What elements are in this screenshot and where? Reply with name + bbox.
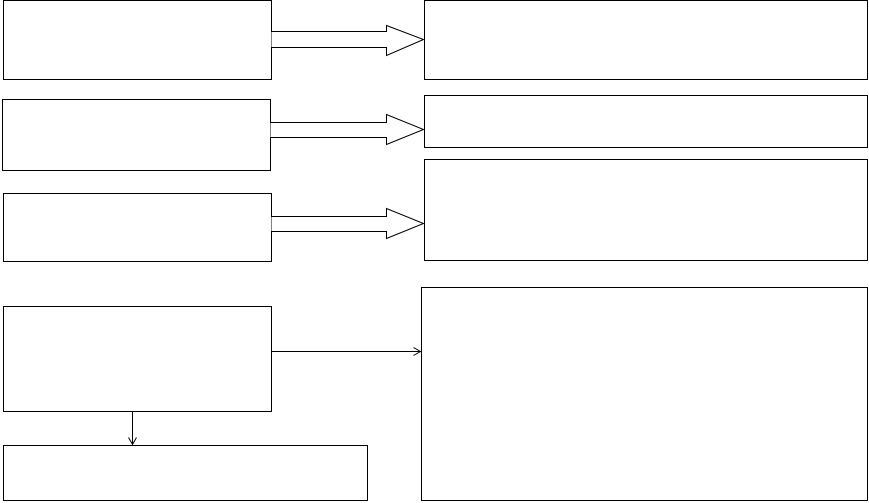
block-arrow-2	[270, 113, 425, 146]
left-box-4	[3, 306, 272, 412]
line-arrow-down	[128, 411, 137, 446]
left-box-2	[2, 99, 271, 171]
right-box-4	[421, 287, 868, 501]
right-box-1	[424, 0, 868, 80]
right-box-2	[424, 95, 868, 148]
block-arrow-3	[271, 207, 425, 240]
right-box-3	[424, 159, 868, 261]
block-arrow-1	[271, 24, 425, 57]
left-box-1	[3, 0, 272, 80]
line-arrow-right	[271, 347, 422, 356]
left-box-3	[3, 193, 272, 262]
bottom-box	[3, 445, 368, 501]
